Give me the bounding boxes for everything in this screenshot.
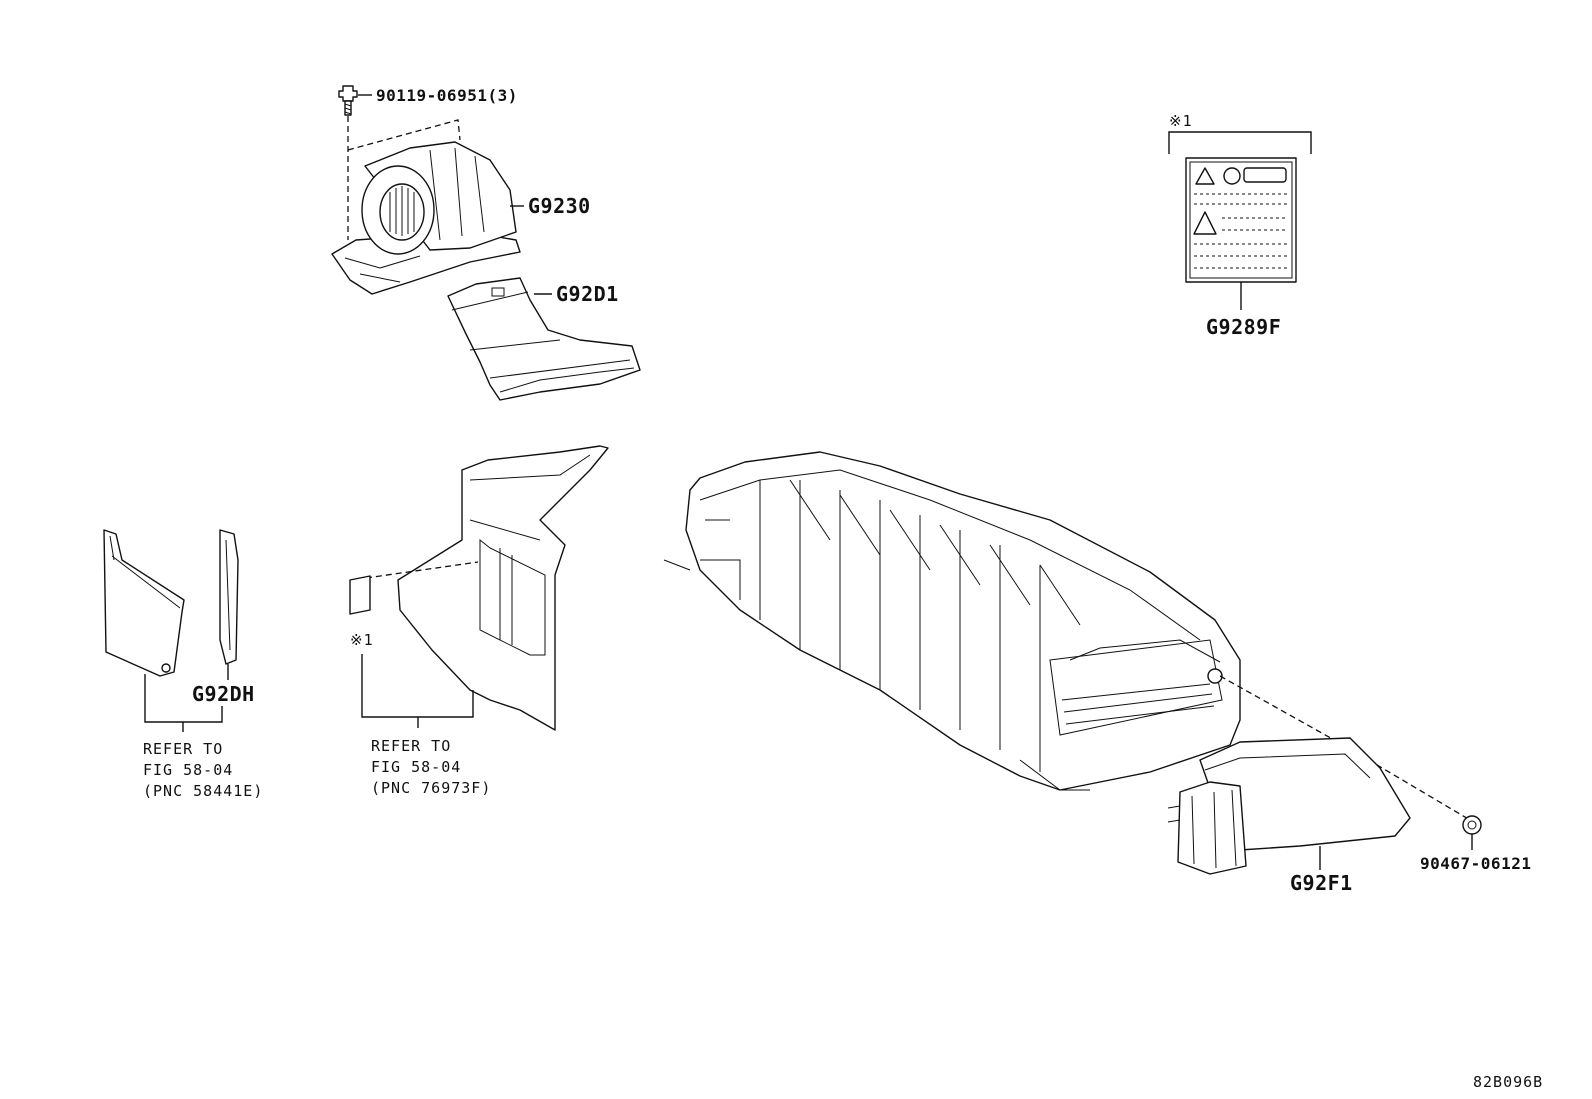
battery-pack-icon — [663, 451, 1241, 791]
label-part-callout: G9289F — [1206, 315, 1281, 339]
side-cover-trim-icon — [219, 529, 239, 665]
blower-callout: G9230 — [528, 194, 591, 218]
figure-code: 82B096B — [1473, 1073, 1543, 1091]
side-cover-panel-icon — [103, 529, 185, 677]
refer-left-line2: FIG 58-04 — [143, 761, 233, 779]
refer-left-line1: REFER TO — [143, 740, 223, 758]
refer-center-line3: (PNC 76973F) — [371, 779, 491, 797]
label-sticker-icon — [349, 575, 371, 615]
refer-left-line3: (PNC 58441E) — [143, 782, 263, 800]
note-mark-center: ※1 — [350, 631, 374, 649]
duct-callout: G92D1 — [556, 282, 619, 306]
battery-cover-callout: G92F1 — [1290, 871, 1353, 895]
nut-icon — [1462, 815, 1482, 835]
battery-cover-icon — [1167, 737, 1411, 875]
note-mark-top: ※1 — [1169, 112, 1193, 130]
quarter-trim-panel-icon — [397, 445, 609, 731]
air-duct-icon — [447, 277, 641, 401]
note-bracket — [1168, 131, 1312, 154]
blower-fan-icon — [331, 141, 521, 295]
refer-center-line1: REFER TO — [371, 737, 451, 755]
nut-callout: 90467-06121 — [1420, 854, 1531, 873]
refer-center-line2: FIG 58-04 — [371, 758, 461, 776]
bolt-icon — [338, 85, 358, 116]
warning-label-icon — [1185, 157, 1297, 283]
bolt-callout: 90119-06951(3) — [376, 86, 518, 105]
side-cover-callout: G92DH — [192, 682, 255, 706]
